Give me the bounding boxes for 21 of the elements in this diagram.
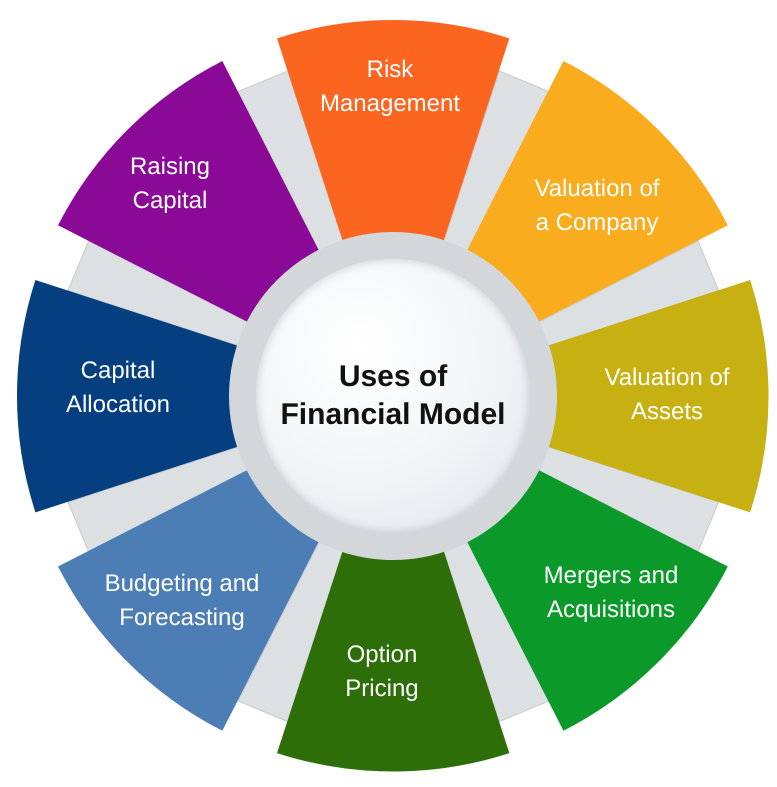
segment-label: Valuation of a Company xyxy=(534,174,660,238)
segment-label: Capital Allocation xyxy=(65,356,171,420)
segment-label: Valuation of Assets xyxy=(604,362,730,427)
wheel-segment xyxy=(58,60,319,322)
segment-label: Mergers and Acquisitions xyxy=(542,560,679,625)
wheel-segment xyxy=(17,280,238,512)
hub-title: Uses of Financial Model xyxy=(280,359,506,433)
segment-label: Risk Management xyxy=(318,55,461,119)
segment-label: Raising Capital xyxy=(128,152,211,216)
segment-label: Budgeting and Forecasting xyxy=(104,568,260,633)
divider-bar xyxy=(538,446,718,552)
divider-bar xyxy=(68,240,248,346)
wheel-segment xyxy=(467,60,728,322)
segment-label: Option Pricing xyxy=(344,640,420,704)
wheel-segment xyxy=(548,280,769,512)
wheel-segment xyxy=(467,470,728,731)
divider-bar xyxy=(68,446,248,552)
wheel-segment xyxy=(58,470,319,731)
wheel-segment xyxy=(276,551,510,772)
divider-bar xyxy=(538,240,718,346)
wheel-segment xyxy=(276,20,510,240)
